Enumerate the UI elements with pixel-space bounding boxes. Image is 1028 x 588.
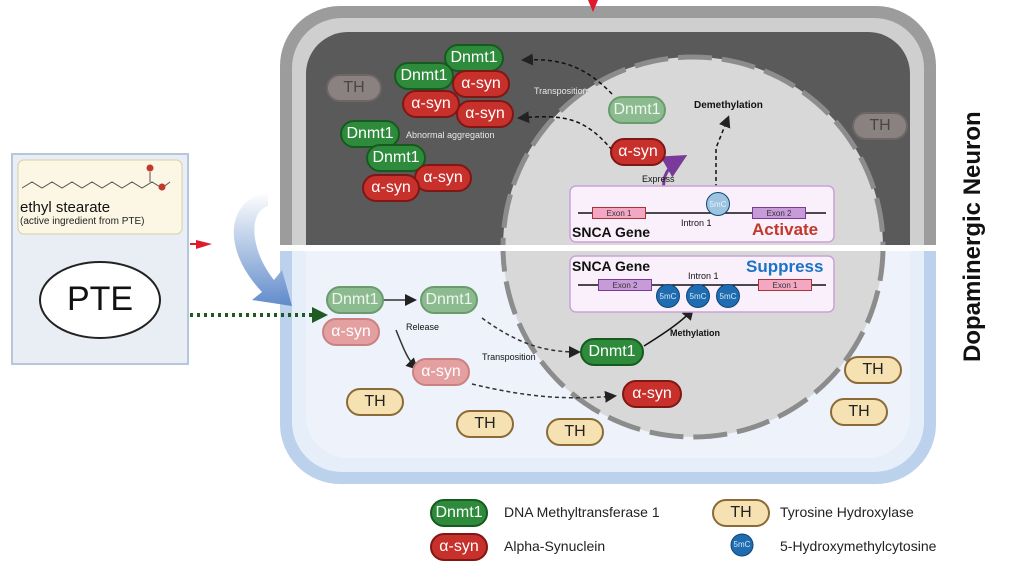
exon1-block: Exon 1 [592, 207, 646, 219]
release-label: Release [406, 322, 440, 332]
transposition-label: Transposition [482, 352, 536, 362]
dnmt1-badge: Dnmt1 [394, 62, 454, 90]
5mc-mark-icon: 5mC [716, 284, 740, 308]
legend-asyn-badge: α-syn [430, 533, 488, 561]
asyn-badge: α-syn [610, 138, 666, 166]
methylation-label: Methylation [670, 328, 721, 338]
activate-label: Activate [752, 220, 819, 239]
snca-gene-label: SNCA Gene [572, 258, 651, 274]
express-label: Express [642, 174, 675, 184]
legend-th-text: Tyrosine Hydroxylase [780, 504, 914, 520]
asyn-badge: α-syn [414, 164, 472, 192]
legend-dnmt1-badge: Dnmt1 [430, 499, 488, 527]
th-badge: TH [326, 74, 382, 102]
ingredient-name: ethyl stearate [20, 199, 111, 216]
legend-5mc-icon: 5mC [733, 540, 751, 549]
dnmt1-badge: Dnmt1 [580, 338, 644, 366]
dnmt1-faded-badge: Dnmt1 [420, 286, 478, 314]
intron-label: Intron 1 [688, 271, 719, 281]
asyn-faded-badge: α-syn [412, 358, 470, 386]
dnmt1-faded-badge: Dnmt1 [326, 286, 384, 314]
5mc-mark-icon: 5mC [706, 192, 730, 216]
exon2-block: Exon 2 [752, 207, 806, 219]
legend-5mc-text: 5-Hydroxymethylcytosine [780, 538, 937, 554]
exon1-block: Exon 1 [758, 279, 812, 291]
th-badge: TH [546, 418, 604, 446]
th-badge: TH [844, 356, 902, 384]
dnmt1-badge: Dnmt1 [444, 44, 504, 72]
dnmt1-faded-badge: Dnmt1 [608, 96, 666, 124]
demethylation-label: Demethylation [694, 100, 763, 111]
legend-asyn-text: Alpha-Synuclein [504, 538, 606, 554]
ingredient-note: (active ingredient from PTE) [20, 216, 145, 227]
dnmt1-badge: Dnmt1 [340, 120, 400, 148]
pte-label: PTE [66, 280, 134, 318]
th-badge: TH [852, 112, 908, 140]
asyn-badge: α-syn [402, 90, 460, 118]
abnormal-aggregation-label: Abnormal aggregation [406, 130, 495, 140]
legend-th-badge: TH [712, 499, 770, 527]
asyn-faded-badge: α-syn [322, 318, 380, 346]
snca-gene-label: SNCA Gene [572, 224, 651, 240]
asyn-badge: α-syn [452, 70, 510, 98]
5mc-mark-icon: 5mC [686, 284, 710, 308]
th-badge: TH [830, 398, 888, 426]
asyn-badge: α-syn [362, 174, 420, 202]
exon2-block: Exon 2 [598, 279, 652, 291]
intron-label: Intron 1 [681, 218, 712, 228]
dnmt1-badge: Dnmt1 [366, 144, 426, 172]
side-title: Dopaminergic Neuron [959, 111, 986, 362]
asyn-badge: α-syn [456, 100, 514, 128]
th-badge: TH [456, 410, 514, 438]
transposition-label: Transposition [534, 86, 588, 96]
5mc-mark-icon: 5mC [656, 284, 680, 308]
suppress-label: Suppress [746, 257, 824, 276]
th-badge: TH [346, 388, 404, 416]
asyn-badge: α-syn [622, 380, 682, 408]
legend-dnmt1-text: DNA Methyltransferase 1 [504, 504, 660, 520]
